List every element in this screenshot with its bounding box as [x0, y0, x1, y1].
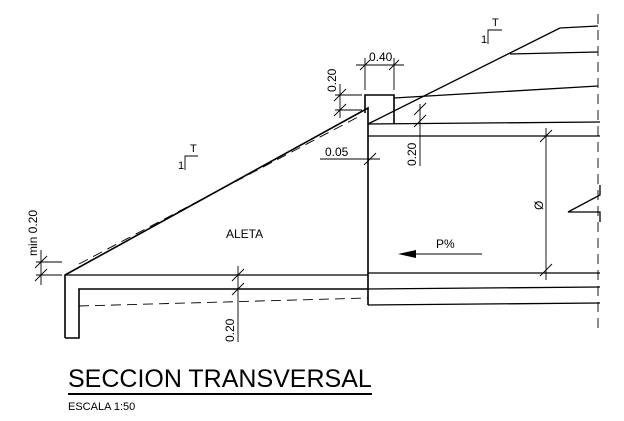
top-width-label: 0.40 — [369, 50, 393, 64]
dim-min-height: min 0.20 — [26, 210, 62, 285]
aleta-label: ALETA — [226, 227, 263, 241]
slope-marker-right: 1 T — [481, 17, 502, 46]
slope-marker-left-t: T — [190, 143, 197, 155]
min-height-label: min 0.20 — [26, 210, 40, 256]
slope-arrow: P% — [398, 237, 482, 258]
diameter-label: Ø — [532, 201, 546, 210]
top-height-label: 0.20 — [325, 68, 339, 92]
culvert-section — [367, 14, 601, 330]
dim-top-width: 0.40 — [356, 50, 404, 90]
slope-marker-left-num: 1 — [178, 160, 184, 172]
offset-label: 0.05 — [325, 145, 349, 159]
dim-top-height: 0.20 — [325, 68, 362, 118]
slope-marker-right-num: 1 — [481, 34, 487, 46]
dim-offset: 0.05 — [320, 145, 380, 166]
bottom-height-label: 0.20 — [223, 318, 237, 342]
drawing-scale: ESCALA 1:50 — [68, 401, 136, 413]
slope-label: P% — [436, 237, 455, 251]
diameter-dimension: Ø — [532, 128, 553, 280]
aleta-wing-outline — [64, 106, 369, 339]
slope-marker-right-t: T — [492, 17, 499, 29]
parapet — [364, 94, 395, 124]
dim-wall-height: 0.20 — [405, 102, 427, 166]
wall-height-label: 0.20 — [405, 142, 419, 166]
drawing-title: SECCION TRANSVERSAL — [68, 365, 372, 395]
embankment-lines — [367, 25, 599, 125]
dim-bottom-height: 0.20 — [223, 266, 245, 342]
slope-marker-left: 1 T — [178, 143, 198, 172]
